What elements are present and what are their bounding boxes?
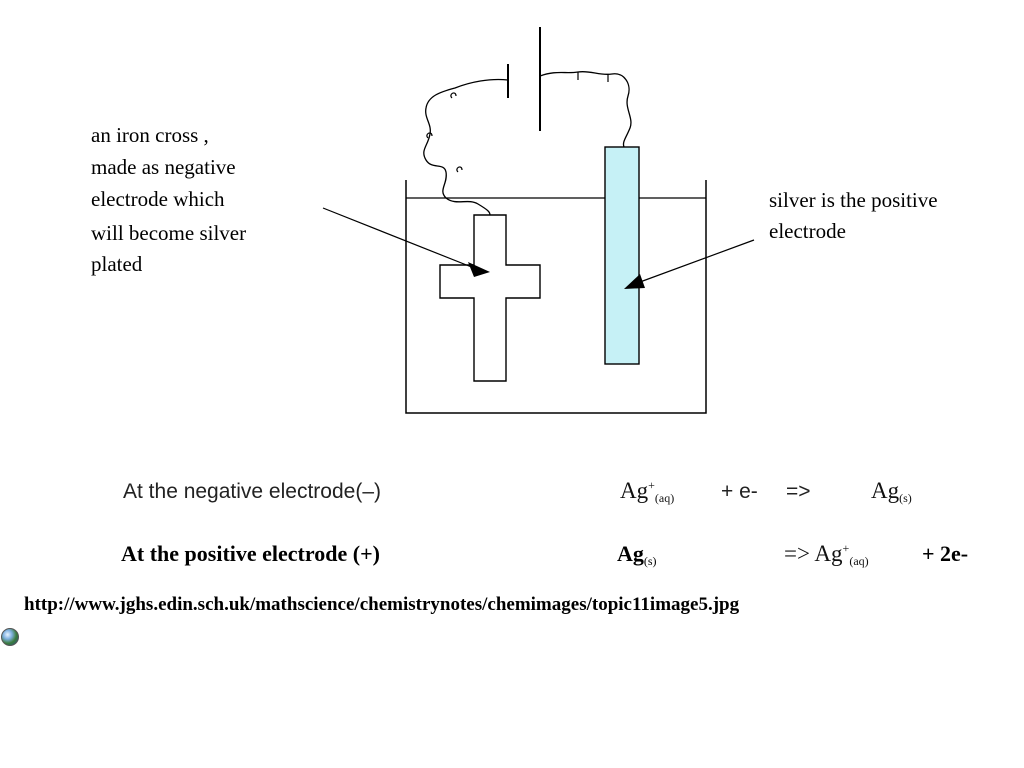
battery-cell xyxy=(507,27,541,131)
svg-text:=>: => xyxy=(786,480,811,503)
svg-text:an iron cross ,: an iron cross , xyxy=(91,123,209,147)
svg-text:made as negative: made as negative xyxy=(91,155,236,179)
svg-text:silver is the positive: silver is the positive xyxy=(769,188,938,212)
svg-text:Ag(s): Ag(s) xyxy=(617,541,657,568)
negative-electrode-equation: At the negative electrode(–) Ag+(aq) + e… xyxy=(123,478,912,505)
iron-cross-electrode xyxy=(439,214,541,382)
globe-icon xyxy=(1,628,19,646)
positive-electrode-equation: At the positive electrode (+) Ag(s) => A… xyxy=(121,541,968,568)
source-url: http://www.jghs.edin.sch.uk/mathscience/… xyxy=(24,594,740,615)
wire-negative xyxy=(423,78,509,216)
svg-text:Ag(s): Ag(s) xyxy=(871,478,912,505)
wire-positive xyxy=(539,70,632,148)
arrow-to-cross xyxy=(322,207,490,277)
svg-text:plated: plated xyxy=(91,252,143,276)
silver-label: silver is the positive electrode xyxy=(769,188,938,243)
electroplating-diagram: an iron cross , made as negative electro… xyxy=(91,27,968,568)
arrow-to-silver xyxy=(624,239,755,289)
svg-text:Ag+(aq): Ag+(aq) xyxy=(620,478,674,505)
beaker xyxy=(405,180,707,414)
svg-text:At the negative electrode(–): At the negative electrode(–) xyxy=(123,480,381,503)
svg-text:At the positive electrode (+): At the positive electrode (+) xyxy=(121,541,380,566)
svg-text:will become silver: will become silver xyxy=(91,221,246,245)
silver-electrode xyxy=(604,146,640,365)
svg-text:=> Ag+(aq): => Ag+(aq) xyxy=(784,541,869,568)
svg-text:+ 2e-: + 2e- xyxy=(922,541,968,566)
svg-text:electrode: electrode xyxy=(769,219,846,243)
iron-cross-label: an iron cross , made as negative electro… xyxy=(91,123,246,276)
svg-text:+ e-: + e- xyxy=(721,480,758,503)
svg-text:electrode which: electrode which xyxy=(91,187,225,211)
